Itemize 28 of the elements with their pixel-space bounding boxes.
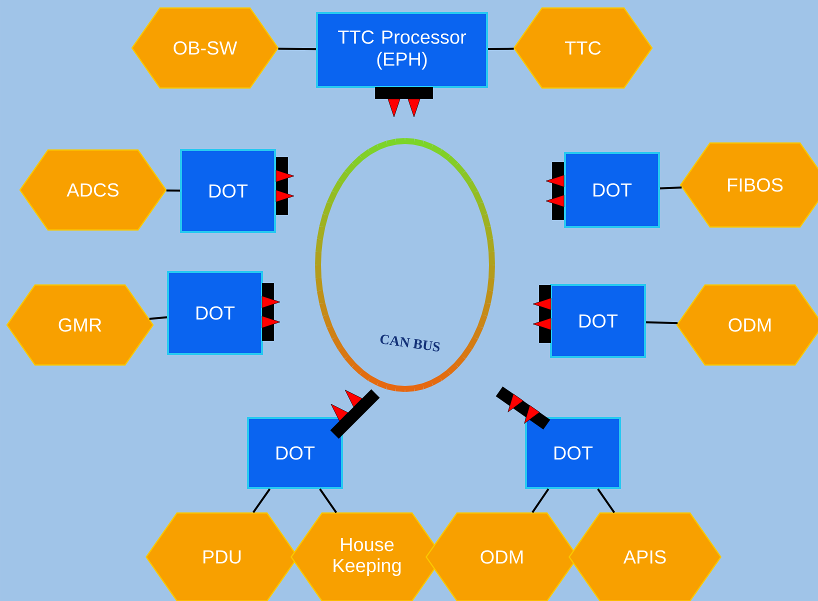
hexagon: ODM — [676, 284, 818, 366]
connector-line — [278, 48, 316, 50]
hexagon: FIBOS — [680, 142, 818, 228]
connector-line — [646, 321, 678, 324]
hexagon: House Keeping — [290, 512, 444, 601]
hexagon: ODM — [425, 512, 579, 601]
connector-line — [660, 186, 682, 190]
hexagon: OB-SW — [131, 7, 279, 89]
connector-line — [319, 488, 338, 514]
process-box: DOT — [180, 149, 276, 233]
process-box: DOT — [167, 271, 263, 355]
connector-line — [149, 316, 168, 320]
process-box: DOT — [550, 284, 646, 358]
hexagon: PDU — [145, 512, 299, 601]
connector-line — [597, 488, 616, 514]
connector-line — [532, 488, 550, 513]
process-box: DOT — [247, 417, 343, 489]
hexagon: GMR — [6, 284, 154, 366]
hexagon: ADCS — [19, 149, 167, 231]
process-box: DOT — [564, 152, 660, 228]
connector-line — [252, 488, 271, 513]
hexagon: TTC — [513, 7, 653, 89]
connector-line — [166, 190, 180, 192]
connector-line — [488, 48, 514, 50]
hexagon: APIS — [568, 512, 722, 601]
process-box: DOT — [525, 417, 621, 489]
process-box: TTC Processor (EPH) — [316, 12, 488, 88]
bus-ring: CAN BUS — [315, 138, 495, 392]
